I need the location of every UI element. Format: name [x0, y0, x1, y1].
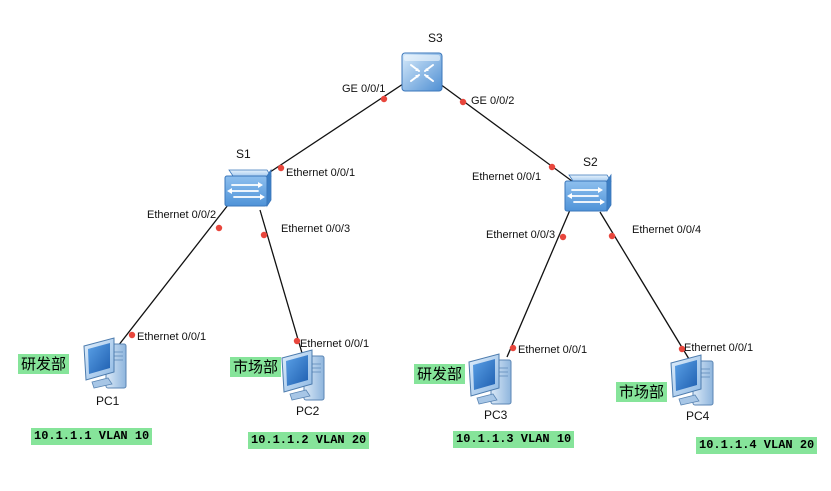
port-label-pc4-e1: Ethernet 0/0/1: [684, 342, 753, 354]
port-dots: [128, 95, 686, 353]
port-label-pc1-e1: Ethernet 0/0/1: [137, 331, 206, 343]
address-tag-pc3: 10.1.1.3 VLAN 10: [453, 431, 575, 448]
department-tag-pc2: 市场部: [230, 357, 282, 377]
s3-core-switch-icon[interactable]: [401, 52, 443, 92]
pc1-label: PC1: [96, 394, 120, 408]
port-dot-s1-e3: [260, 231, 268, 239]
port-dot-s3-ge2: [459, 98, 467, 106]
department-tag-pc1: 研发部: [18, 354, 70, 374]
port-label-s2-e4: Ethernet 0/0/4: [632, 224, 701, 236]
pc4-computer-icon[interactable]: [670, 354, 714, 406]
address-tag-pc1: 10.1.1.1 VLAN 10: [31, 428, 153, 445]
s2-label: S2: [583, 155, 598, 169]
port-dot-pc1-e1: [128, 331, 136, 339]
s1-switch-icon[interactable]: [224, 168, 272, 208]
port-dot-s1-e2: [215, 224, 223, 232]
pc4-label: PC4: [686, 409, 710, 423]
port-dot-s2-e4: [608, 232, 616, 240]
port-dot-s3-ge1: [380, 95, 388, 103]
s3-label: S3: [428, 31, 443, 45]
port-label-s1-e1: Ethernet 0/0/1: [286, 167, 355, 179]
department-tag-pc3: 研发部: [414, 364, 466, 384]
port-dot-s2-e1: [548, 163, 556, 171]
s1-label: S1: [236, 147, 251, 161]
link-s1-pc1: [117, 204, 229, 347]
port-dot-s1-e1: [277, 164, 285, 172]
address-tag-pc2: 10.1.1.2 VLAN 20: [248, 432, 370, 449]
pc2-label: PC2: [296, 404, 320, 418]
port-label-s1-e2: Ethernet 0/0/2: [147, 209, 216, 221]
s2-switch-icon[interactable]: [564, 173, 612, 213]
port-label-pc3-e1: Ethernet 0/0/1: [518, 344, 587, 356]
port-dot-pc2-e1: [293, 337, 301, 345]
pc1-computer-icon[interactable]: [83, 337, 127, 389]
port-dot-pc3-e1: [509, 344, 517, 352]
department-tag-pc4: 市场部: [616, 382, 668, 402]
port-dot-s2-e3: [559, 233, 567, 241]
port-label-s1-e3: Ethernet 0/0/3: [281, 223, 350, 235]
address-tag-pc4: 10.1.1.4 VLAN 20: [696, 437, 818, 454]
port-label-s2-e3: Ethernet 0/0/3: [486, 229, 555, 241]
link-s2-pc3: [506, 209, 571, 358]
link-s1-pc2: [259, 209, 303, 354]
pc2-computer-icon[interactable]: [281, 349, 325, 401]
port-label-s3-ge1: GE 0/0/1: [342, 83, 385, 95]
port-label-s3-ge2: GE 0/0/2: [471, 95, 514, 107]
pc3-label: PC3: [484, 408, 508, 422]
port-label-pc2-e1: Ethernet 0/0/1: [300, 338, 369, 350]
pc3-computer-icon[interactable]: [468, 353, 512, 405]
port-label-s2-e1: Ethernet 0/0/1: [472, 171, 541, 183]
port-dot-pc4-e1: [678, 345, 686, 353]
